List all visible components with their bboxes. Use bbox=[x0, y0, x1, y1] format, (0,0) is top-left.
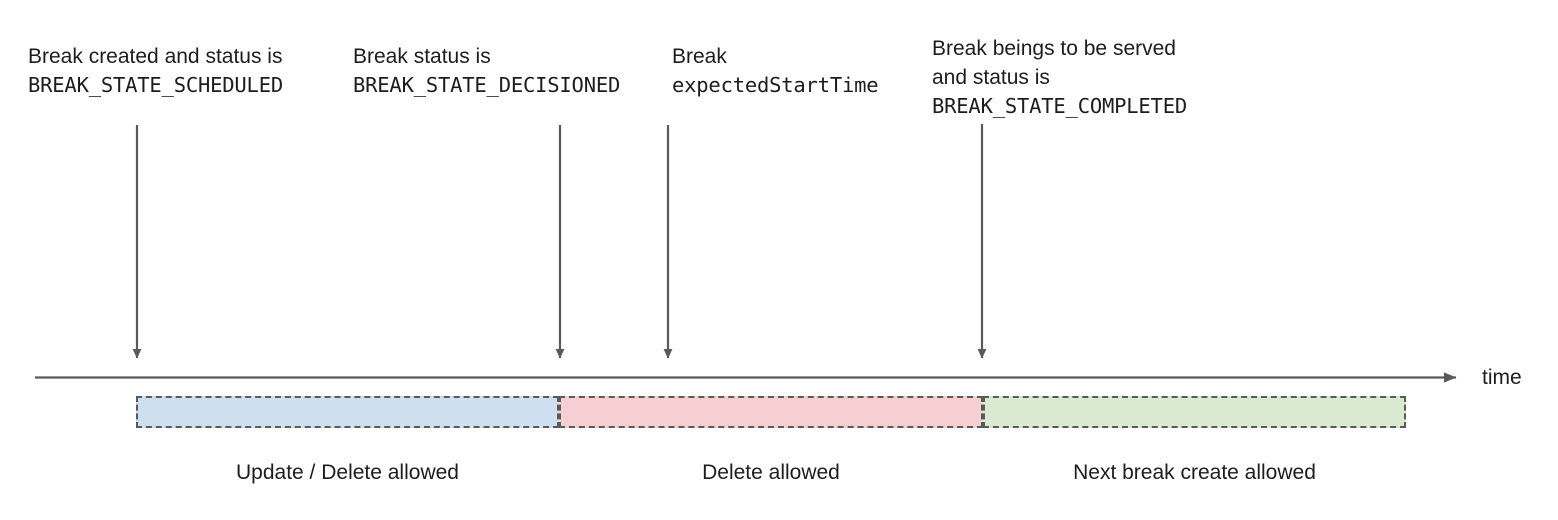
annotation-expected-start-time-line-1: Break bbox=[672, 45, 727, 68]
annotation-expected-start-time-line-2: expectedStartTime bbox=[672, 73, 879, 97]
phase-bar-completed bbox=[983, 396, 1406, 428]
phase-caption-decisioned: Delete allowed bbox=[702, 461, 840, 484]
phase-bar-scheduled bbox=[136, 396, 559, 428]
annotation-completed-line-3: BREAK_STATE_COMPLETED bbox=[932, 94, 1187, 118]
time-axis-label: time bbox=[1482, 366, 1522, 389]
annotation-expected-start-time: Break expectedStartTime bbox=[672, 42, 879, 100]
annotation-decisioned-line-2: BREAK_STATE_DECISIONED bbox=[353, 73, 621, 97]
annotation-completed: Break beings to be served and status is … bbox=[932, 34, 1187, 121]
phase-bar-decisioned bbox=[559, 396, 983, 428]
annotation-completed-line-1: Break beings to be served bbox=[932, 37, 1176, 60]
annotation-decisioned-line-1: Break status is bbox=[353, 45, 491, 68]
annotation-scheduled: Break created and status is BREAK_STATE_… bbox=[28, 42, 283, 100]
annotation-scheduled-line-1: Break created and status is bbox=[28, 45, 283, 68]
annotation-completed-line-2: and status is bbox=[932, 66, 1050, 89]
phase-caption-completed: Next break create allowed bbox=[1073, 461, 1316, 484]
annotation-scheduled-line-2: BREAK_STATE_SCHEDULED bbox=[28, 73, 283, 97]
phase-caption-scheduled: Update / Delete allowed bbox=[236, 461, 459, 484]
annotation-decisioned: Break status is BREAK_STATE_DECISIONED bbox=[353, 42, 620, 100]
